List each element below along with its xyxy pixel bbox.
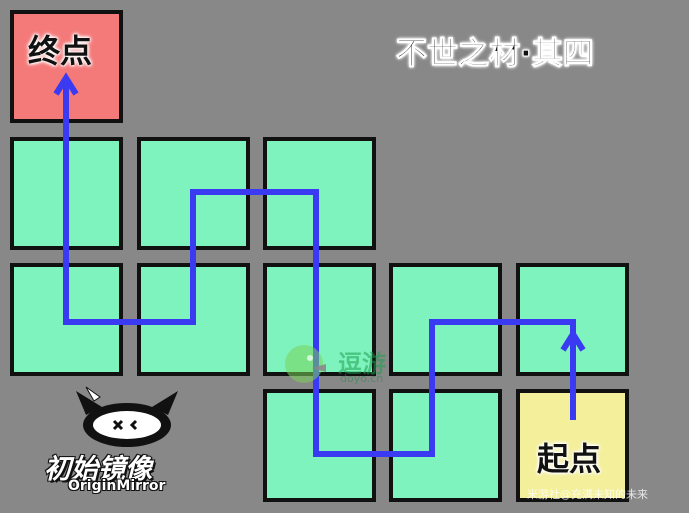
end-label: 终点 <box>28 32 93 70</box>
watermark-text: 逗游 <box>338 350 386 378</box>
route-line <box>63 78 576 457</box>
arrow-up-icon <box>560 328 586 352</box>
watermark-logo-icon <box>285 345 326 383</box>
floor-tile <box>263 389 376 502</box>
logo-title: 初始镜像 <box>43 453 153 486</box>
puzzle-title: 不世之材·其四 <box>396 36 595 73</box>
start-label: 起点 <box>537 440 602 478</box>
arrow-up-icon <box>53 72 79 96</box>
logo-subtitle: OriginMirror <box>68 478 166 494</box>
start-tile <box>516 389 629 502</box>
mascot-icon <box>76 386 178 447</box>
floor-tile <box>263 263 376 376</box>
credit-watermark: 米游社@充满未知的未来 <box>527 488 648 501</box>
watermark-domain: doyo.cn <box>340 372 384 385</box>
floor-tile <box>389 389 502 502</box>
